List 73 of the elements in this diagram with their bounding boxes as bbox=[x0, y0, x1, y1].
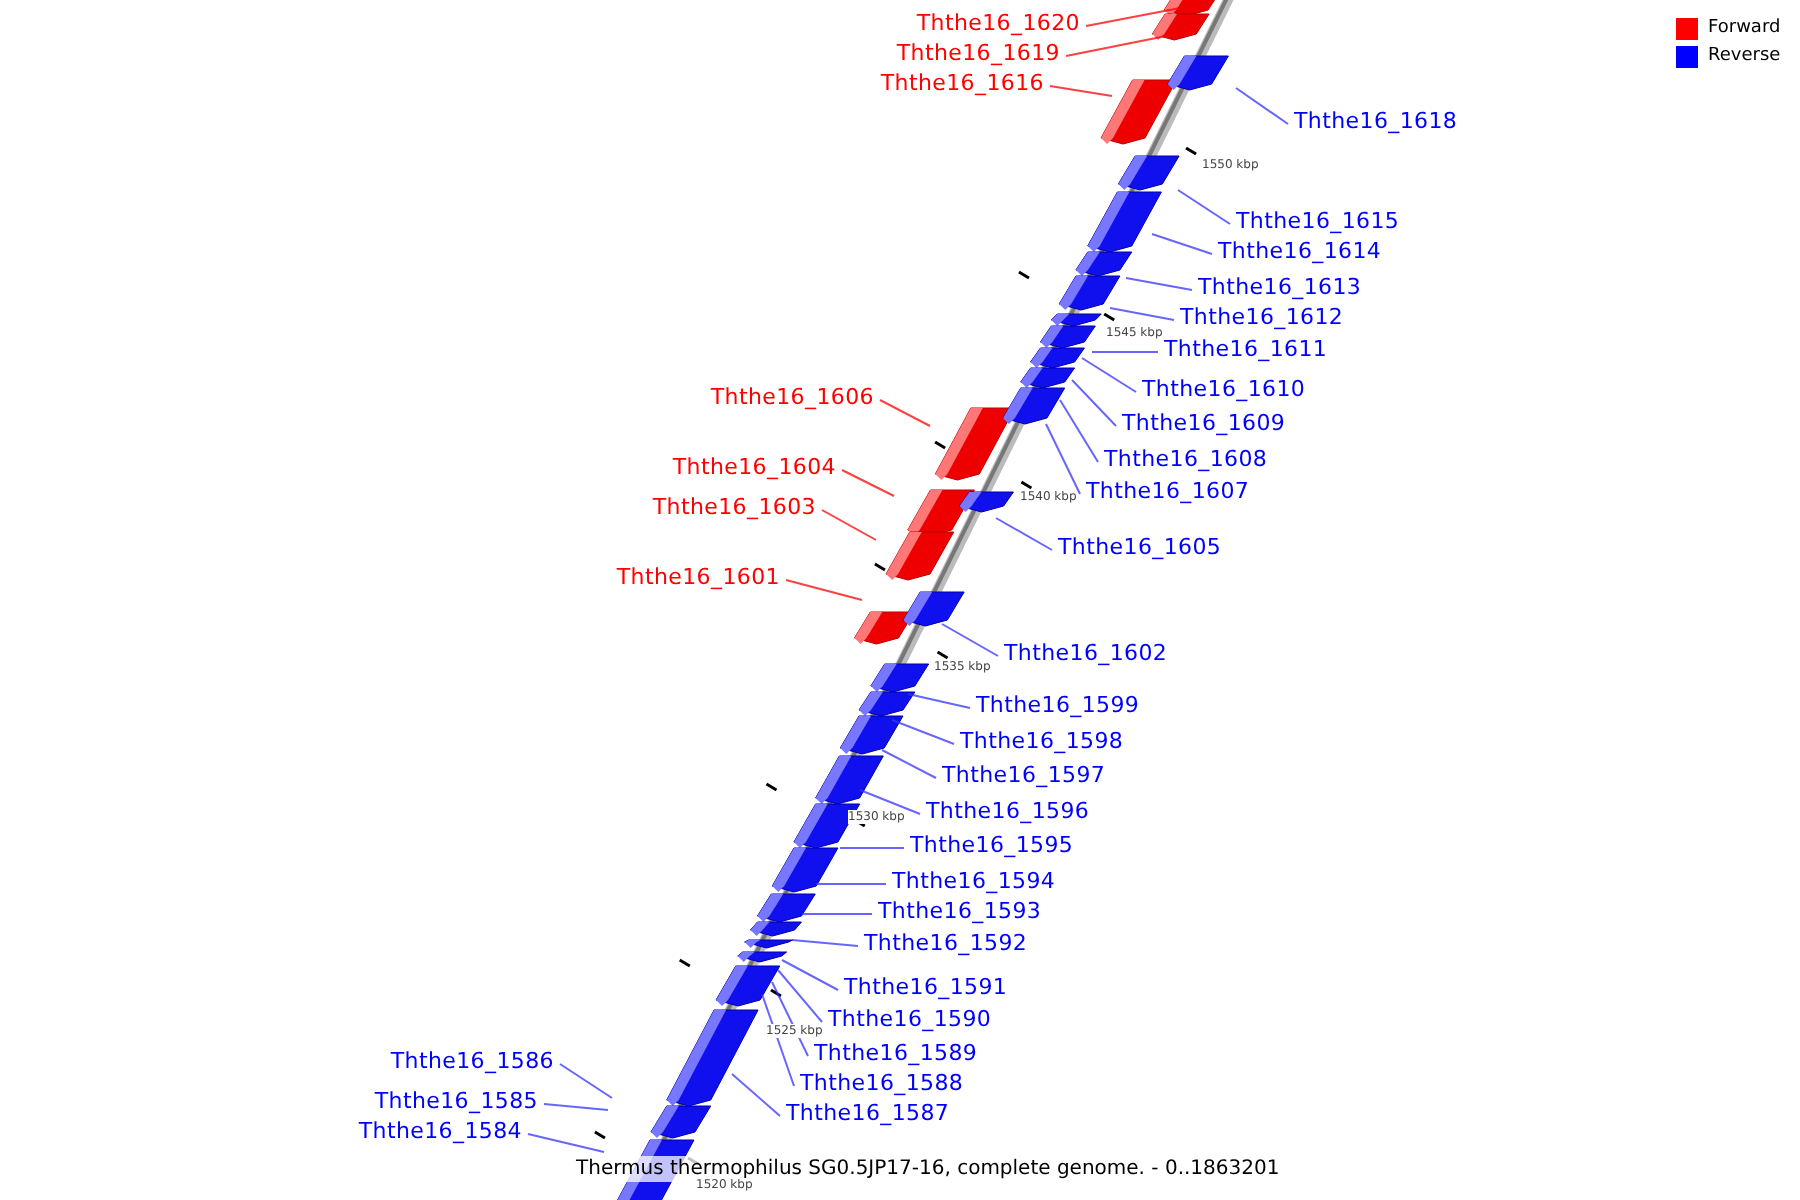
gene-label: Ththe16_1593 bbox=[878, 897, 1042, 923]
leader-line bbox=[543, 1103, 609, 1111]
gene-label: Ththe16_1584 bbox=[358, 1117, 522, 1143]
genome-title: Thermus thermophilus SG0.5JP17-16, complete genome. - 0..1863201 bbox=[574, 1156, 1282, 1182]
gene-label: Ththe16_1607 bbox=[1086, 477, 1250, 503]
leader-line bbox=[995, 517, 1053, 551]
gene-label: Ththe16_1620 bbox=[916, 9, 1080, 35]
leader-line bbox=[1109, 307, 1175, 321]
gene-label: Ththe16_1608 bbox=[1104, 445, 1268, 471]
legend-label: Reverse bbox=[1708, 46, 1781, 68]
leader-line bbox=[1049, 85, 1113, 97]
leader-line bbox=[771, 981, 809, 1057]
leader-line bbox=[1071, 379, 1117, 427]
gene-label: Ththe16_1615 bbox=[1236, 207, 1400, 233]
legend-label: Forward bbox=[1708, 18, 1781, 40]
leader-line bbox=[881, 749, 937, 779]
leader-line bbox=[841, 469, 895, 497]
gene-label: Ththe16_1588 bbox=[800, 1069, 964, 1095]
leader-line bbox=[731, 1073, 781, 1117]
leader-line bbox=[1125, 277, 1193, 291]
gene-label: Ththe16_1586 bbox=[390, 1047, 554, 1073]
gene-label: Ththe16_1616 bbox=[880, 69, 1044, 95]
leader-line bbox=[1151, 233, 1213, 255]
leader-line bbox=[879, 399, 931, 427]
gene-label: Ththe16_1614 bbox=[1218, 237, 1382, 263]
gene-label: Ththe16_1603 bbox=[652, 493, 816, 519]
gene-label: Ththe16_1592 bbox=[864, 929, 1028, 955]
leader-line bbox=[1235, 87, 1289, 125]
gene-label: Ththe16_1611 bbox=[1164, 335, 1328, 361]
gene-label: Ththe16_1618 bbox=[1294, 107, 1458, 133]
gene-label: Ththe16_1597 bbox=[942, 761, 1106, 787]
leader-line bbox=[1065, 33, 1177, 57]
leader-line bbox=[781, 959, 839, 991]
gene-label: Ththe16_1594 bbox=[892, 867, 1056, 893]
gene-label: Ththe16_1610 bbox=[1142, 375, 1306, 401]
leader-line bbox=[1091, 351, 1159, 353]
gene-label: Ththe16_1590 bbox=[828, 1005, 992, 1031]
leader-line bbox=[815, 883, 887, 885]
gene-label: Ththe16_1599 bbox=[976, 691, 1140, 717]
gene-label: Ththe16_1619 bbox=[896, 39, 1060, 65]
leader-line bbox=[801, 913, 873, 915]
leader-line bbox=[839, 847, 905, 849]
leader-line bbox=[1045, 423, 1081, 495]
leader-line bbox=[559, 1063, 613, 1099]
leader-line bbox=[859, 789, 921, 815]
gene-label: Ththe16_1604 bbox=[672, 453, 836, 479]
gene-label: Ththe16_1606 bbox=[710, 383, 874, 409]
gene-label: Ththe16_1613 bbox=[1198, 273, 1362, 299]
leader-line bbox=[891, 719, 955, 745]
gene-label: Ththe16_1598 bbox=[960, 727, 1124, 753]
leader-line bbox=[941, 623, 999, 657]
gene-label: Ththe16_1605 bbox=[1058, 533, 1222, 559]
leader-line bbox=[1177, 189, 1231, 225]
leader-line bbox=[791, 939, 859, 947]
gene-label: Ththe16_1587 bbox=[786, 1099, 950, 1125]
gene-label: Ththe16_1612 bbox=[1180, 303, 1344, 329]
leader-line bbox=[907, 693, 971, 709]
leader-line bbox=[785, 579, 863, 601]
gene-label: Ththe16_1602 bbox=[1004, 639, 1168, 665]
leader-line bbox=[527, 1133, 605, 1153]
leader-line bbox=[821, 509, 877, 541]
gene-label: Ththe16_1609 bbox=[1122, 409, 1286, 435]
gene-label: Ththe16_1585 bbox=[374, 1087, 538, 1113]
gene-label: Ththe16_1595 bbox=[910, 831, 1074, 857]
leader-line bbox=[1059, 399, 1099, 463]
gene-label: Ththe16_1596 bbox=[926, 797, 1090, 823]
leader-line bbox=[777, 969, 823, 1023]
gene-label: Ththe16_1591 bbox=[844, 973, 1008, 999]
leader-line bbox=[761, 993, 795, 1087]
gene-label: Ththe16_1601 bbox=[616, 563, 780, 589]
leader-line bbox=[1085, 7, 1181, 27]
leader-line bbox=[1081, 357, 1137, 393]
gene-label: Ththe16_1589 bbox=[814, 1039, 978, 1065]
